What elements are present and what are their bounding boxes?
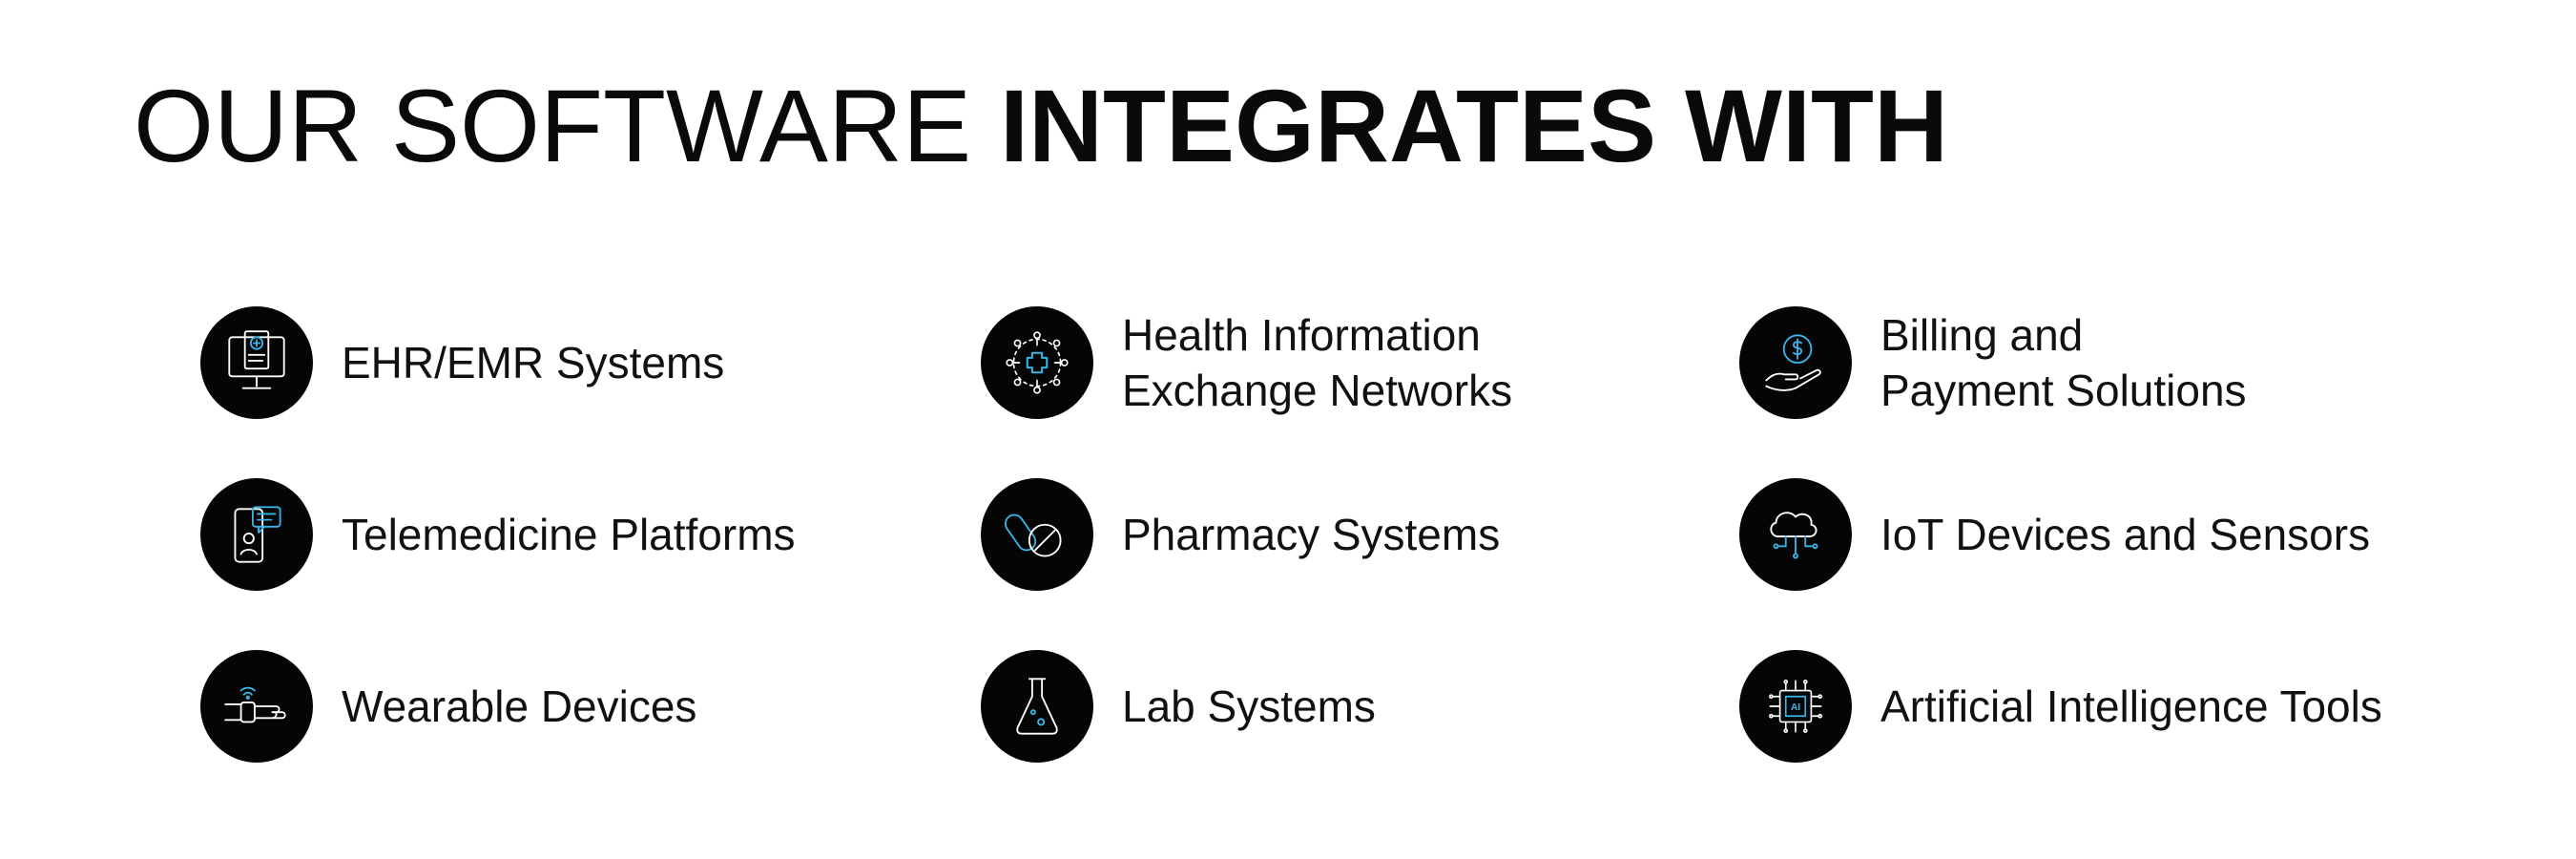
phone-chat-icon xyxy=(200,478,313,591)
label-line: Wearable Devices xyxy=(342,681,697,731)
integration-label: Pharmacy Systems xyxy=(1122,507,1500,562)
monitor-medical-icon xyxy=(200,306,313,419)
label-line: Lab Systems xyxy=(1122,681,1376,731)
label-line: Billing and xyxy=(1880,310,2084,360)
integration-label: EHR/EMR Systems xyxy=(342,335,724,390)
integration-wearable: Wearable Devices xyxy=(200,649,981,764)
flask-icon xyxy=(981,650,1093,763)
label-line: Exchange Networks xyxy=(1122,366,1513,415)
label-line: Pharmacy Systems xyxy=(1122,510,1501,559)
label-line: EHR/EMR Systems xyxy=(342,338,725,388)
title-bold: INTEGRATES WITH xyxy=(1000,68,1948,183)
label-line: Payment Solutions xyxy=(1880,366,2247,415)
label-line: IoT Devices and Sensors xyxy=(1880,510,2371,559)
integration-ehr-emr: EHR/EMR Systems xyxy=(200,305,981,420)
pills-icon xyxy=(981,478,1093,591)
ai-chip-icon: AI xyxy=(1739,650,1852,763)
integration-lab: Lab Systems xyxy=(981,649,1739,764)
ai-chip-text: AI xyxy=(1791,702,1800,713)
integration-label: Billing and Payment Solutions xyxy=(1880,307,2247,418)
label-line: Health Information xyxy=(1122,310,1481,360)
hand-coin-icon xyxy=(1739,306,1852,419)
integration-label: Artificial Intelligence Tools xyxy=(1880,679,2382,734)
integrations-grid: EHR/EMR Systems Health Information xyxy=(200,305,2503,821)
integration-iot: IoT Devices and Sensors xyxy=(1739,477,2503,592)
integration-label: Telemedicine Platforms xyxy=(342,507,796,562)
label-line: Artificial Intelligence Tools xyxy=(1880,681,2382,731)
integration-pharmacy: Pharmacy Systems xyxy=(981,477,1739,592)
label-line: Telemedicine Platforms xyxy=(342,510,796,559)
integration-ai-tools: AI Artificial Intelligence Tools xyxy=(1739,649,2503,764)
integration-label: Lab Systems xyxy=(1122,679,1376,734)
integration-label: Wearable Devices xyxy=(342,679,696,734)
integration-label: Health Information Exchange Networks xyxy=(1122,307,1512,418)
integration-label: IoT Devices and Sensors xyxy=(1880,507,2370,562)
wrist-tracker-icon xyxy=(200,650,313,763)
integration-hie-networks: Health Information Exchange Networks xyxy=(981,305,1739,420)
title-light: OUR SOFTWARE xyxy=(134,68,971,183)
network-cross-icon xyxy=(981,306,1093,419)
cloud-circuit-icon xyxy=(1739,478,1852,591)
integration-telemedicine: Telemedicine Platforms xyxy=(200,477,981,592)
integration-billing-payment: Billing and Payment Solutions xyxy=(1739,305,2503,420)
page-title: OUR SOFTWARE INTEGRATES WITH xyxy=(134,74,1948,178)
